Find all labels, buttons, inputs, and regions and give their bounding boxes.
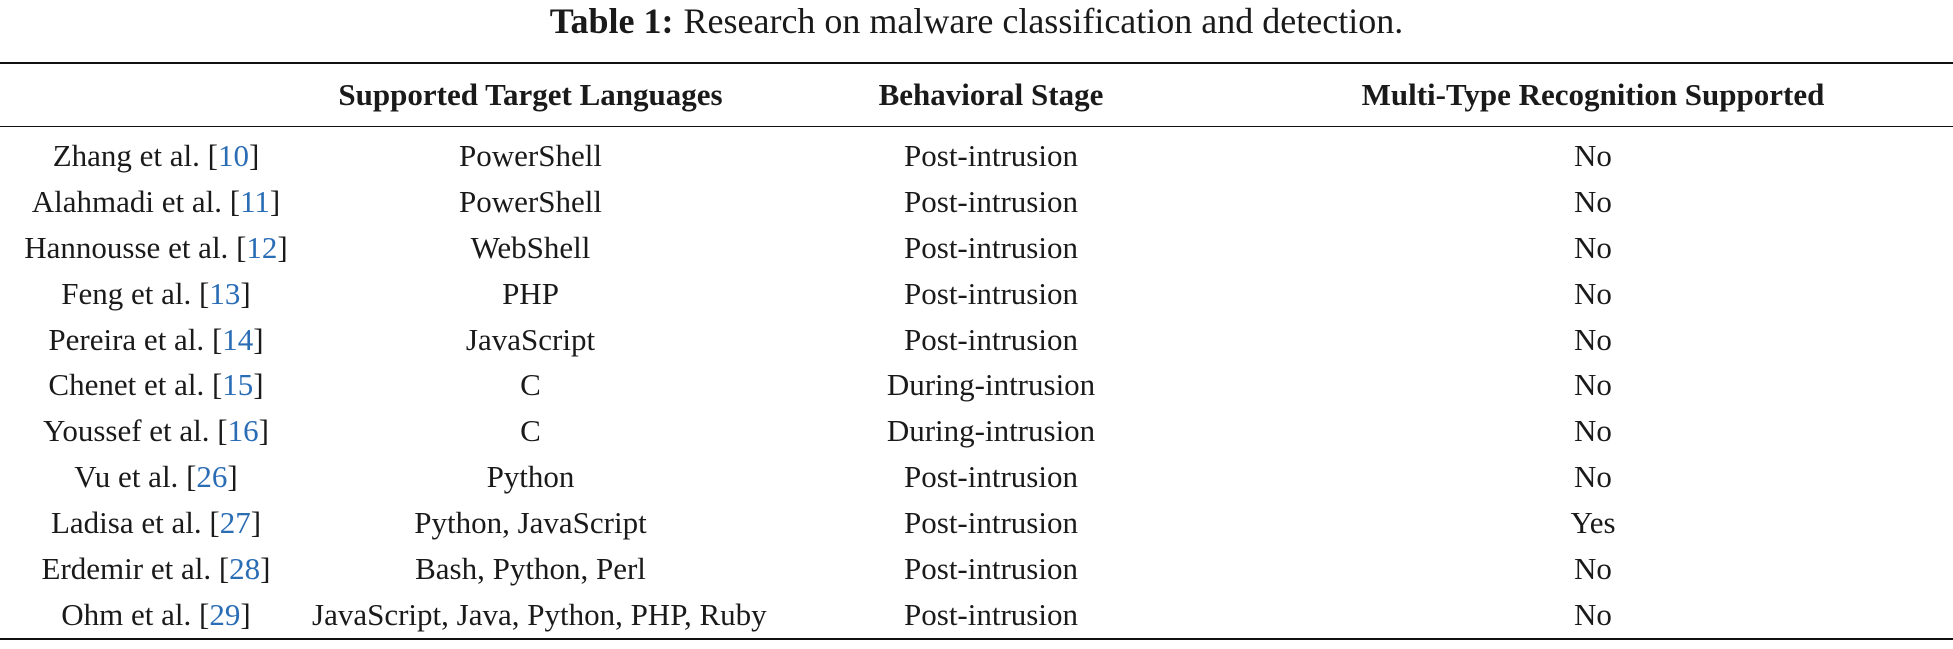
table-top-rule — [0, 62, 1953, 64]
cell-languages: PHP — [502, 275, 559, 311]
table-row: Hannousse et al. [12] WebShell Post-intrus… — [0, 225, 1953, 271]
cell-languages: WebShell — [470, 229, 591, 265]
cell-author: Pereira et al. [14] — [48, 321, 264, 357]
cell-stage: Post-intrusion — [904, 550, 1078, 586]
table-row: Ohm et al. [29] JavaScript, Java, Python,… — [0, 592, 1953, 638]
author-name: Pereira et al. — [48, 321, 212, 357]
cell-multi-type: No — [1574, 229, 1612, 265]
table-row: Feng et al. [13] PHP Post-intrusion No — [0, 271, 1953, 317]
table-row: Youssef et al. [16] C During-intrusion No — [0, 408, 1953, 454]
citation-link[interactable]: 15 — [222, 367, 254, 403]
citation-link[interactable]: 28 — [229, 550, 261, 586]
cell-stage: Post-intrusion — [904, 275, 1078, 311]
cell-stage: Post-intrusion — [904, 229, 1078, 265]
table-row: Ladisa et al. [27] Python, JavaScript Post… — [0, 500, 1953, 546]
table-row: Pereira et al. [14] JavaScript Post-intrus… — [0, 317, 1953, 363]
cell-multi-type: No — [1574, 459, 1612, 495]
cell-multi-type: No — [1574, 550, 1612, 586]
cell-languages: C — [520, 367, 541, 403]
cell-multi-type: No — [1574, 321, 1612, 357]
caption-text: Research on malware classification and d… — [683, 1, 1404, 41]
cell-languages: PowerShell — [459, 183, 602, 219]
cell-languages: C — [520, 413, 541, 449]
cell-multi-type: No — [1574, 183, 1612, 219]
table-header-rule — [0, 126, 1953, 127]
cell-multi-type: No — [1574, 413, 1612, 449]
author-name: Youssef et al. — [43, 413, 218, 449]
cell-stage: Post-intrusion — [904, 137, 1078, 173]
research-table: Supported Target Languages Behavioral St… — [0, 62, 1953, 640]
cell-languages: JavaScript — [465, 321, 596, 357]
citation-link[interactable]: 14 — [222, 321, 254, 357]
author-name: Ohm et al. — [61, 596, 200, 632]
citation-link[interactable]: 12 — [246, 229, 278, 265]
header-languages: Supported Target Languages — [338, 77, 723, 112]
cell-author: Feng et al. [13] — [61, 275, 251, 311]
citation-link[interactable]: 29 — [209, 596, 241, 632]
header-stage: Behavioral Stage — [878, 77, 1104, 112]
header-author — [0, 64, 312, 126]
cell-author: Ladisa et al. [27] — [50, 505, 262, 541]
author-name: Ladisa et al. — [50, 505, 210, 541]
cell-multi-type: No — [1574, 137, 1612, 173]
header-multi-type: Multi-Type Recognition Supported — [1361, 77, 1825, 112]
cell-languages: Python, JavaScript — [414, 505, 647, 541]
table-header-row: Supported Target Languages Behavioral St… — [0, 64, 1953, 126]
cell-languages: PowerShell — [459, 137, 602, 173]
cell-author: Alahmadi et al. [11] — [31, 183, 281, 219]
cell-author: Ohm et al. [29] — [61, 596, 251, 632]
cell-multi-type: No — [1574, 275, 1612, 311]
cell-author: Hannousse et al. [12] — [24, 229, 288, 265]
cell-author: Vu et al. [26] — [74, 459, 238, 495]
cell-languages: Bash, Python, Perl — [415, 550, 646, 586]
citation-link[interactable]: 11 — [240, 183, 270, 219]
citation-link[interactable]: 16 — [227, 413, 259, 449]
cell-multi-type: Yes — [1570, 505, 1616, 541]
research-table-grid: Supported Target Languages Behavioral St… — [0, 64, 1953, 126]
author-name: Erdemir et al. — [41, 550, 219, 586]
cell-multi-type: No — [1574, 367, 1612, 403]
table-row: Chenet et al. [15] C During-intrusion No — [0, 362, 1953, 408]
table-row: Erdemir et al. [28] Bash, Python, Perl Pos… — [0, 546, 1953, 592]
cell-author: Chenet et al. [15] — [48, 367, 264, 403]
author-name: Feng et al. — [61, 275, 200, 311]
cell-languages: JavaScript, Java, Python, PHP, Ruby — [312, 596, 767, 632]
author-name: Zhang et al. — [52, 137, 208, 173]
author-name: Chenet et al. — [48, 367, 212, 403]
cell-stage: During-intrusion — [886, 367, 1096, 403]
citation-link[interactable]: 13 — [209, 275, 241, 311]
cell-stage: Post-intrusion — [904, 596, 1078, 632]
caption-label: Table 1: — [549, 1, 674, 41]
cell-stage: Post-intrusion — [904, 505, 1078, 541]
cell-author: Erdemir et al. [28] — [41, 550, 271, 586]
citation-link[interactable]: 26 — [196, 459, 228, 495]
table-row: Zhang et al. [10] PowerShell Post-intrusio… — [0, 127, 1953, 179]
author-name: Hannousse et al. — [24, 229, 237, 265]
citation-link[interactable]: 10 — [217, 137, 249, 173]
author-name: Alahmadi et al. — [31, 183, 230, 219]
cell-multi-type: No — [1574, 596, 1612, 632]
table-caption: Table 1:Research on malware classificati… — [0, 0, 1953, 42]
author-name: Vu et al. — [74, 459, 187, 495]
cell-languages: Python — [486, 459, 575, 495]
cell-stage: During-intrusion — [886, 413, 1096, 449]
cell-stage: Post-intrusion — [904, 321, 1078, 357]
cell-stage: Post-intrusion — [904, 459, 1078, 495]
cell-author: Zhang et al. [10] — [52, 137, 260, 173]
table-row: Vu et al. [26] Python Post-intrusion No — [0, 454, 1953, 500]
cell-author: Youssef et al. [16] — [43, 413, 269, 449]
table-bottom-rule — [0, 637, 1953, 640]
citation-link[interactable]: 27 — [219, 505, 251, 541]
cell-stage: Post-intrusion — [904, 183, 1078, 219]
table-row: Alahmadi et al. [11] PowerShell Post-intru… — [0, 179, 1953, 225]
